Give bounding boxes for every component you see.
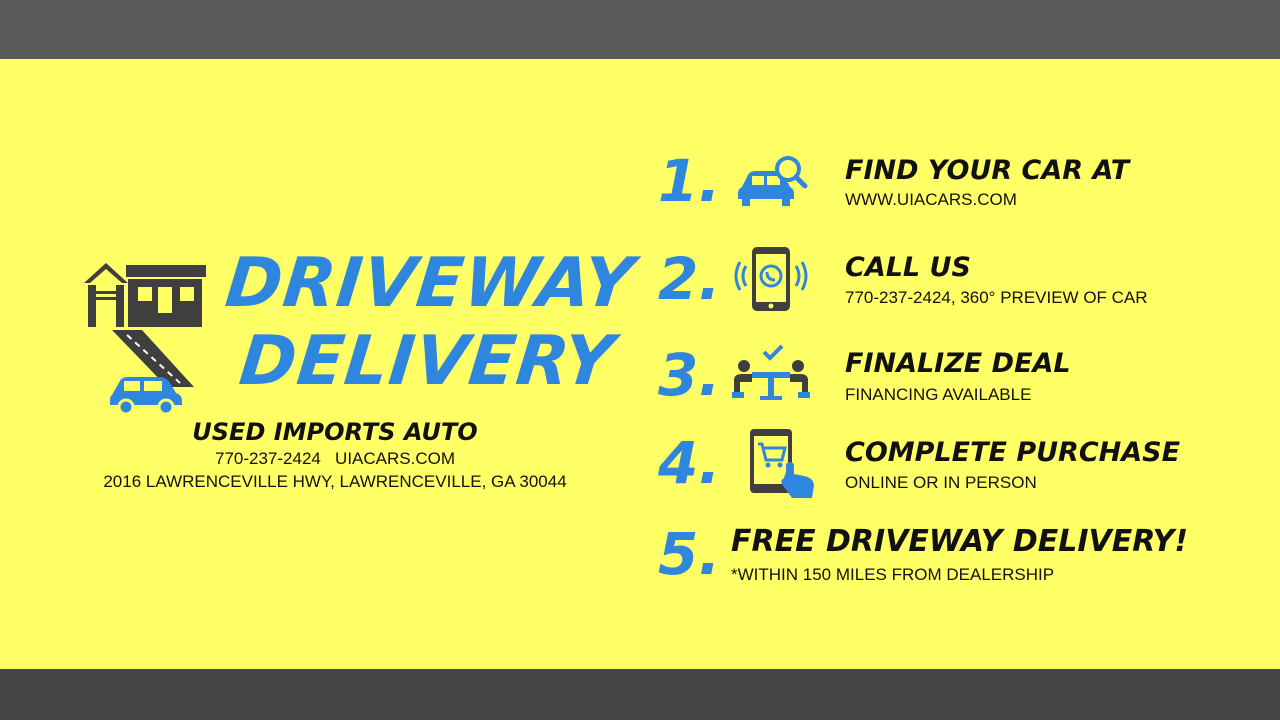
step-detail: *WITHIN 150 MILES FROM DEALERSHIP	[731, 565, 1055, 584]
bottom-bar	[0, 669, 1280, 720]
top-bar	[0, 0, 1280, 59]
step-number: 5.	[658, 520, 721, 588]
step-number: 2.	[658, 245, 721, 313]
step-title: FIND YOUR CAR AT	[845, 155, 1130, 186]
meeting-deal-icon	[732, 344, 810, 400]
step-title: FREE DRIVEWAY DELIVERY!	[731, 524, 1189, 559]
step-title: CALL US	[845, 252, 971, 283]
title-line-1: DRIVEWAY	[221, 244, 638, 323]
title-line-2: DELIVERY	[235, 322, 619, 401]
phone-ringing-icon	[734, 247, 808, 311]
step-number: 4.	[658, 429, 721, 497]
step-number: 1.	[658, 147, 721, 215]
business-contact: 770-237-2424 UIACARS.COM	[215, 449, 455, 468]
step-detail: 770-237-2424, 360° PREVIEW OF CAR	[845, 288, 1148, 307]
step-detail: WWW.UIACARS.COM	[845, 190, 1017, 209]
step-detail: ONLINE OR IN PERSON	[845, 473, 1037, 492]
banner-panel	[0, 59, 1280, 669]
tablet-cart-icon	[750, 429, 814, 498]
car-search-icon	[738, 156, 808, 206]
business-name: USED IMPORTS AUTO	[192, 418, 478, 446]
step-title: COMPLETE PURCHASE	[845, 437, 1181, 468]
step-title: FINALIZE DEAL	[845, 348, 1071, 379]
business-address: 2016 LAWRENCEVILLE HWY, LAWRENCEVILLE, G…	[103, 472, 567, 491]
step-detail: FINANCING AVAILABLE	[845, 385, 1032, 404]
step-number: 3.	[658, 341, 721, 409]
house-road-car-icon	[84, 263, 206, 416]
